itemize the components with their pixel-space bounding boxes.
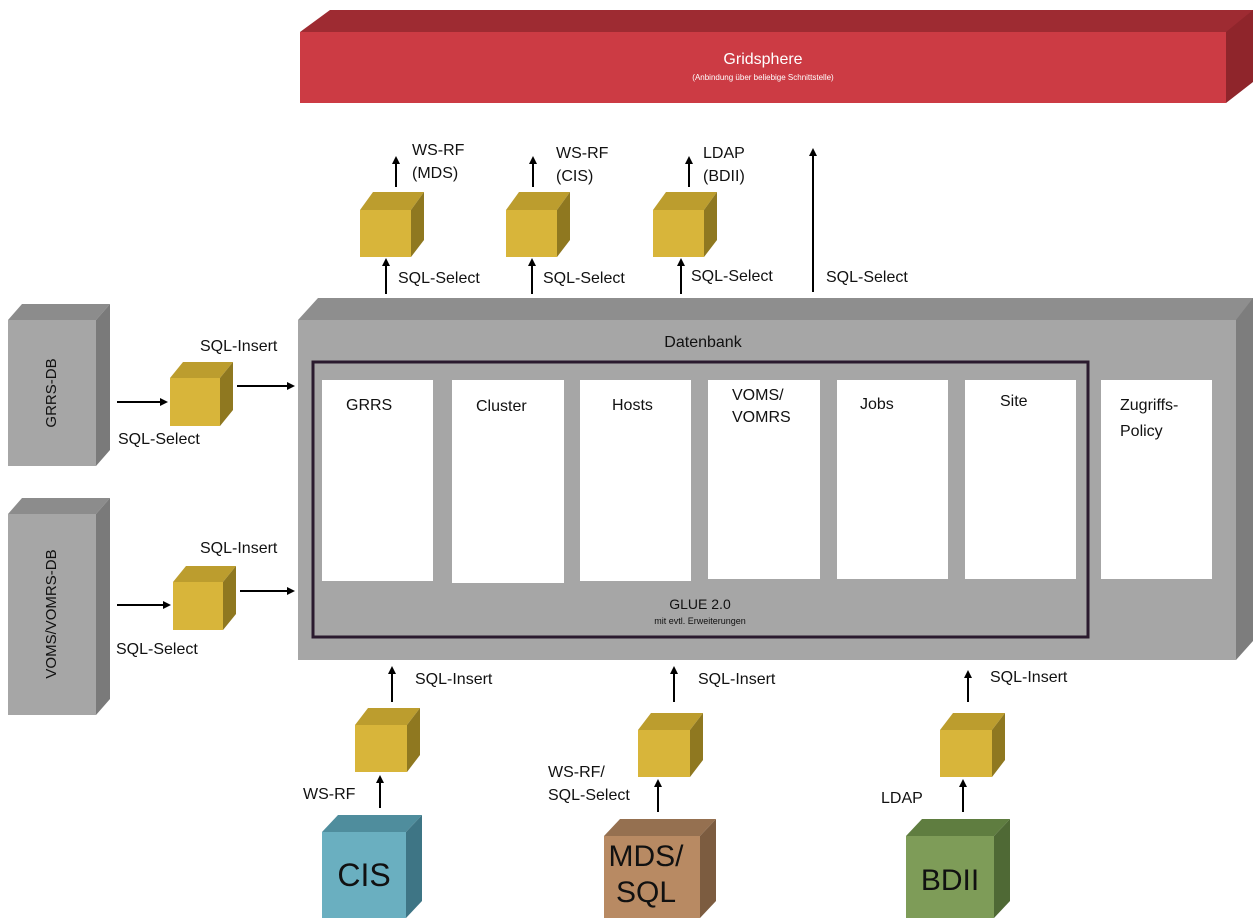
cis-insert-label: SQL-Insert	[415, 671, 493, 688]
mds-protocol-line2: (MDS)	[412, 165, 458, 182]
top-adapter-cis	[506, 192, 570, 257]
left-adapter-grrs	[170, 362, 233, 426]
mds-insert-label: SQL-Insert	[698, 671, 776, 688]
table-hosts	[580, 380, 691, 581]
bottom-adapter-bdii	[940, 713, 1005, 777]
cis-protocol-line2: (CIS)	[556, 168, 593, 185]
table-label-hosts: Hosts	[612, 397, 653, 414]
bdii-protocol-line1: LDAP	[703, 145, 745, 162]
glue-title: GLUE 2.0	[669, 596, 731, 612]
database-title: Datenbank	[664, 334, 742, 351]
mds-protocol-line1: WS-RF	[412, 142, 465, 159]
left-adapter-voms	[173, 566, 236, 630]
glue-frame	[311, 360, 1090, 639]
table-label-grrs: GRRS	[346, 397, 392, 414]
table-cluster	[452, 380, 564, 583]
voms-insert-label: SQL-Insert	[200, 540, 278, 557]
source-bdii: BDII	[906, 819, 1010, 918]
table-label-site: Site	[1000, 393, 1028, 410]
table-columns	[322, 380, 1212, 583]
bdii-insert-label: SQL-Insert	[990, 669, 1068, 686]
gridsphere-banner: Gridsphere (Anbindung über beliebige Sch…	[300, 10, 1253, 103]
table-grrs	[322, 380, 433, 581]
table-label-voms: VOMS/VOMRS	[732, 387, 791, 426]
table-jobs	[837, 380, 948, 579]
grrs-select-label: SQL-Select	[118, 431, 200, 448]
glue-subtitle: mit evtl. Erweiterungen	[654, 616, 746, 626]
bdii-protocol-line2: (BDII)	[703, 168, 745, 185]
bottom-arrows	[376, 666, 972, 812]
table-voms	[708, 380, 820, 579]
mds-select-label: SQL-Select	[398, 270, 480, 287]
table-label-cluster: Cluster	[476, 398, 527, 415]
bottom-adapter-mds	[638, 713, 703, 777]
cis-source-label: CIS	[337, 857, 390, 893]
left-arrows	[117, 382, 295, 609]
table-label-jobs: Jobs	[860, 396, 894, 413]
source-cis: CIS	[322, 815, 422, 918]
cis-select-label: SQL-Select	[543, 270, 625, 287]
top-arrows	[382, 148, 817, 294]
voms-select-label: SQL-Select	[116, 641, 198, 658]
top-adapter-mds	[360, 192, 424, 257]
top-adapter-bdii	[653, 192, 717, 257]
grrs-db-label: GRRS-DB	[43, 358, 60, 427]
table-label-policy: Zugriffs-Policy	[1120, 397, 1178, 440]
bdii-source-label: BDII	[921, 864, 979, 897]
table-policy	[1101, 380, 1212, 579]
gridsphere-subtitle: (Anbindung über beliebige Schnittstelle)	[692, 73, 834, 82]
cis-protocol-label: WS-RF	[303, 786, 356, 803]
source-grrs-db: GRRS-DB	[8, 304, 110, 466]
source-mds-sql: MDS/SQL	[604, 819, 716, 918]
cis-protocol-line1: WS-RF	[556, 145, 609, 162]
bottom-adapter-cis	[355, 708, 420, 772]
source-voms-db: VOMS/VOMRS-DB	[8, 498, 110, 715]
bdii-select-label: SQL-Select	[691, 268, 773, 285]
bdii-protocol-label: LDAP	[881, 790, 923, 807]
direct-select-label: SQL-Select	[826, 269, 908, 286]
voms-db-label: VOMS/VOMRS-DB	[43, 549, 60, 678]
gridsphere-title: Gridsphere	[723, 51, 802, 68]
grrs-insert-label: SQL-Insert	[200, 338, 278, 355]
mds-source-label: MDS/SQL	[609, 840, 685, 909]
mds-protocol-label: WS-RF/SQL-Select	[548, 764, 630, 804]
table-site	[965, 380, 1076, 579]
